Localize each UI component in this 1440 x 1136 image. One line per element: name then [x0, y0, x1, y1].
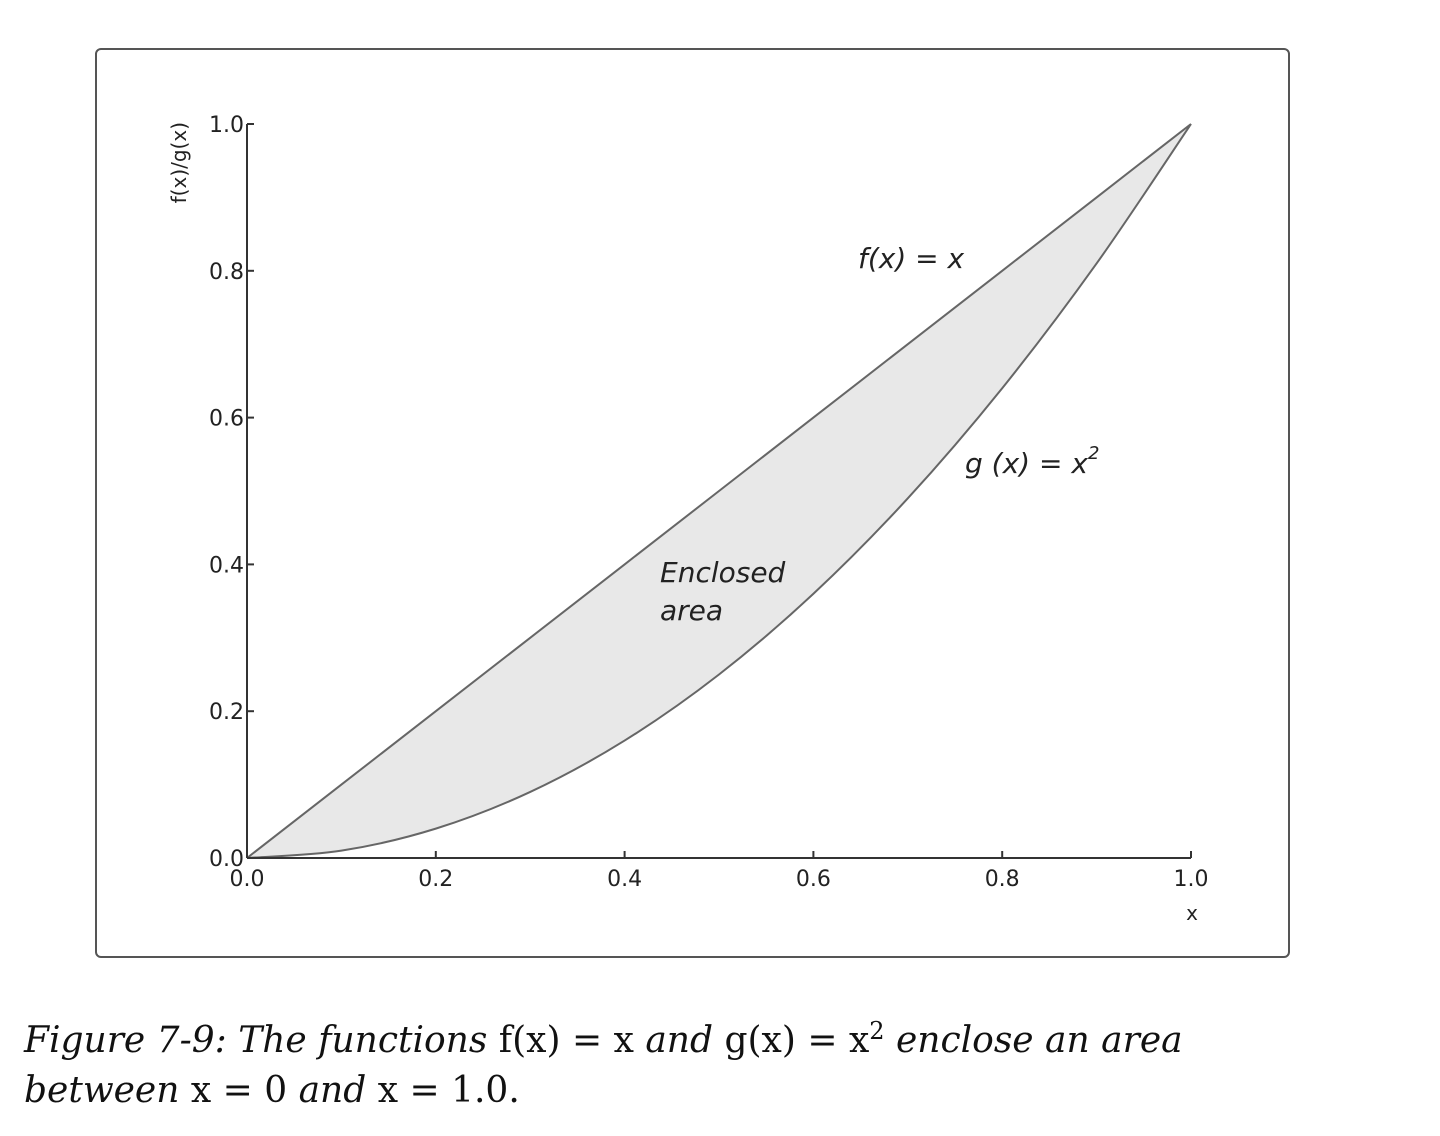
- y-tick-label: 1.0: [209, 113, 244, 138]
- x-tick-label: 0.2: [418, 867, 453, 892]
- axes: 0.0 0.2 0.4 0.6 0.8 1.0 0.0 0.2 0.4 0.6 0.8 1.0: [209, 113, 1209, 892]
- caption-text: Figure 7-9: The functions: [24, 1020, 499, 1061]
- x-tick-label: 0.8: [985, 867, 1020, 892]
- caption-x1: x = 1.0: [377, 1070, 509, 1111]
- series-line-f: [246, 123, 1192, 859]
- caption-f: f(x) = x: [498, 1020, 634, 1061]
- x-tick-label: 0.4: [607, 867, 642, 892]
- annotation-g-label: g (x) = x2: [965, 443, 1099, 480]
- y-tick-label: 0.0: [209, 847, 244, 872]
- figure-caption: Figure 7-9: The functions f(x) = x and g…: [24, 1006, 1424, 1116]
- caption-text: between: [24, 1070, 191, 1111]
- series-line-g: [246, 123, 1192, 859]
- caption-text: enclose an area: [884, 1020, 1183, 1061]
- x-tick-label: 0.0: [230, 867, 265, 892]
- annotation-enclosed-line1: Enclosed: [660, 556, 786, 589]
- caption-x0: x = 0: [190, 1070, 288, 1111]
- x-tick-label: 0.6: [796, 867, 831, 892]
- y-tick-label: 0.6: [209, 407, 244, 432]
- y-tick-label: 0.2: [209, 700, 244, 725]
- caption-text: and: [287, 1070, 378, 1111]
- annotation-f-label: f(x) = x: [858, 242, 965, 275]
- caption-text: and: [633, 1020, 725, 1061]
- figure-frame: [95, 48, 1290, 958]
- annotation-enclosed-line2: area: [660, 594, 723, 627]
- x-tick-label: 1.0: [1174, 867, 1209, 892]
- y-axis-label: f(x)/g(x): [167, 122, 191, 203]
- chart: 0.0 0.2 0.4 0.6 0.8 1.0 0.0 0.2 0.4 0.6 0.8 1.0 x f…: [167, 113, 1209, 925]
- caption-g: g(x) = x: [724, 1020, 870, 1061]
- caption-text: .: [508, 1070, 520, 1111]
- x-axis-label: x: [1186, 901, 1198, 925]
- y-tick-label: 0.4: [209, 553, 244, 578]
- caption-g-sup: 2: [869, 1017, 885, 1045]
- y-tick-label: 0.8: [209, 260, 244, 285]
